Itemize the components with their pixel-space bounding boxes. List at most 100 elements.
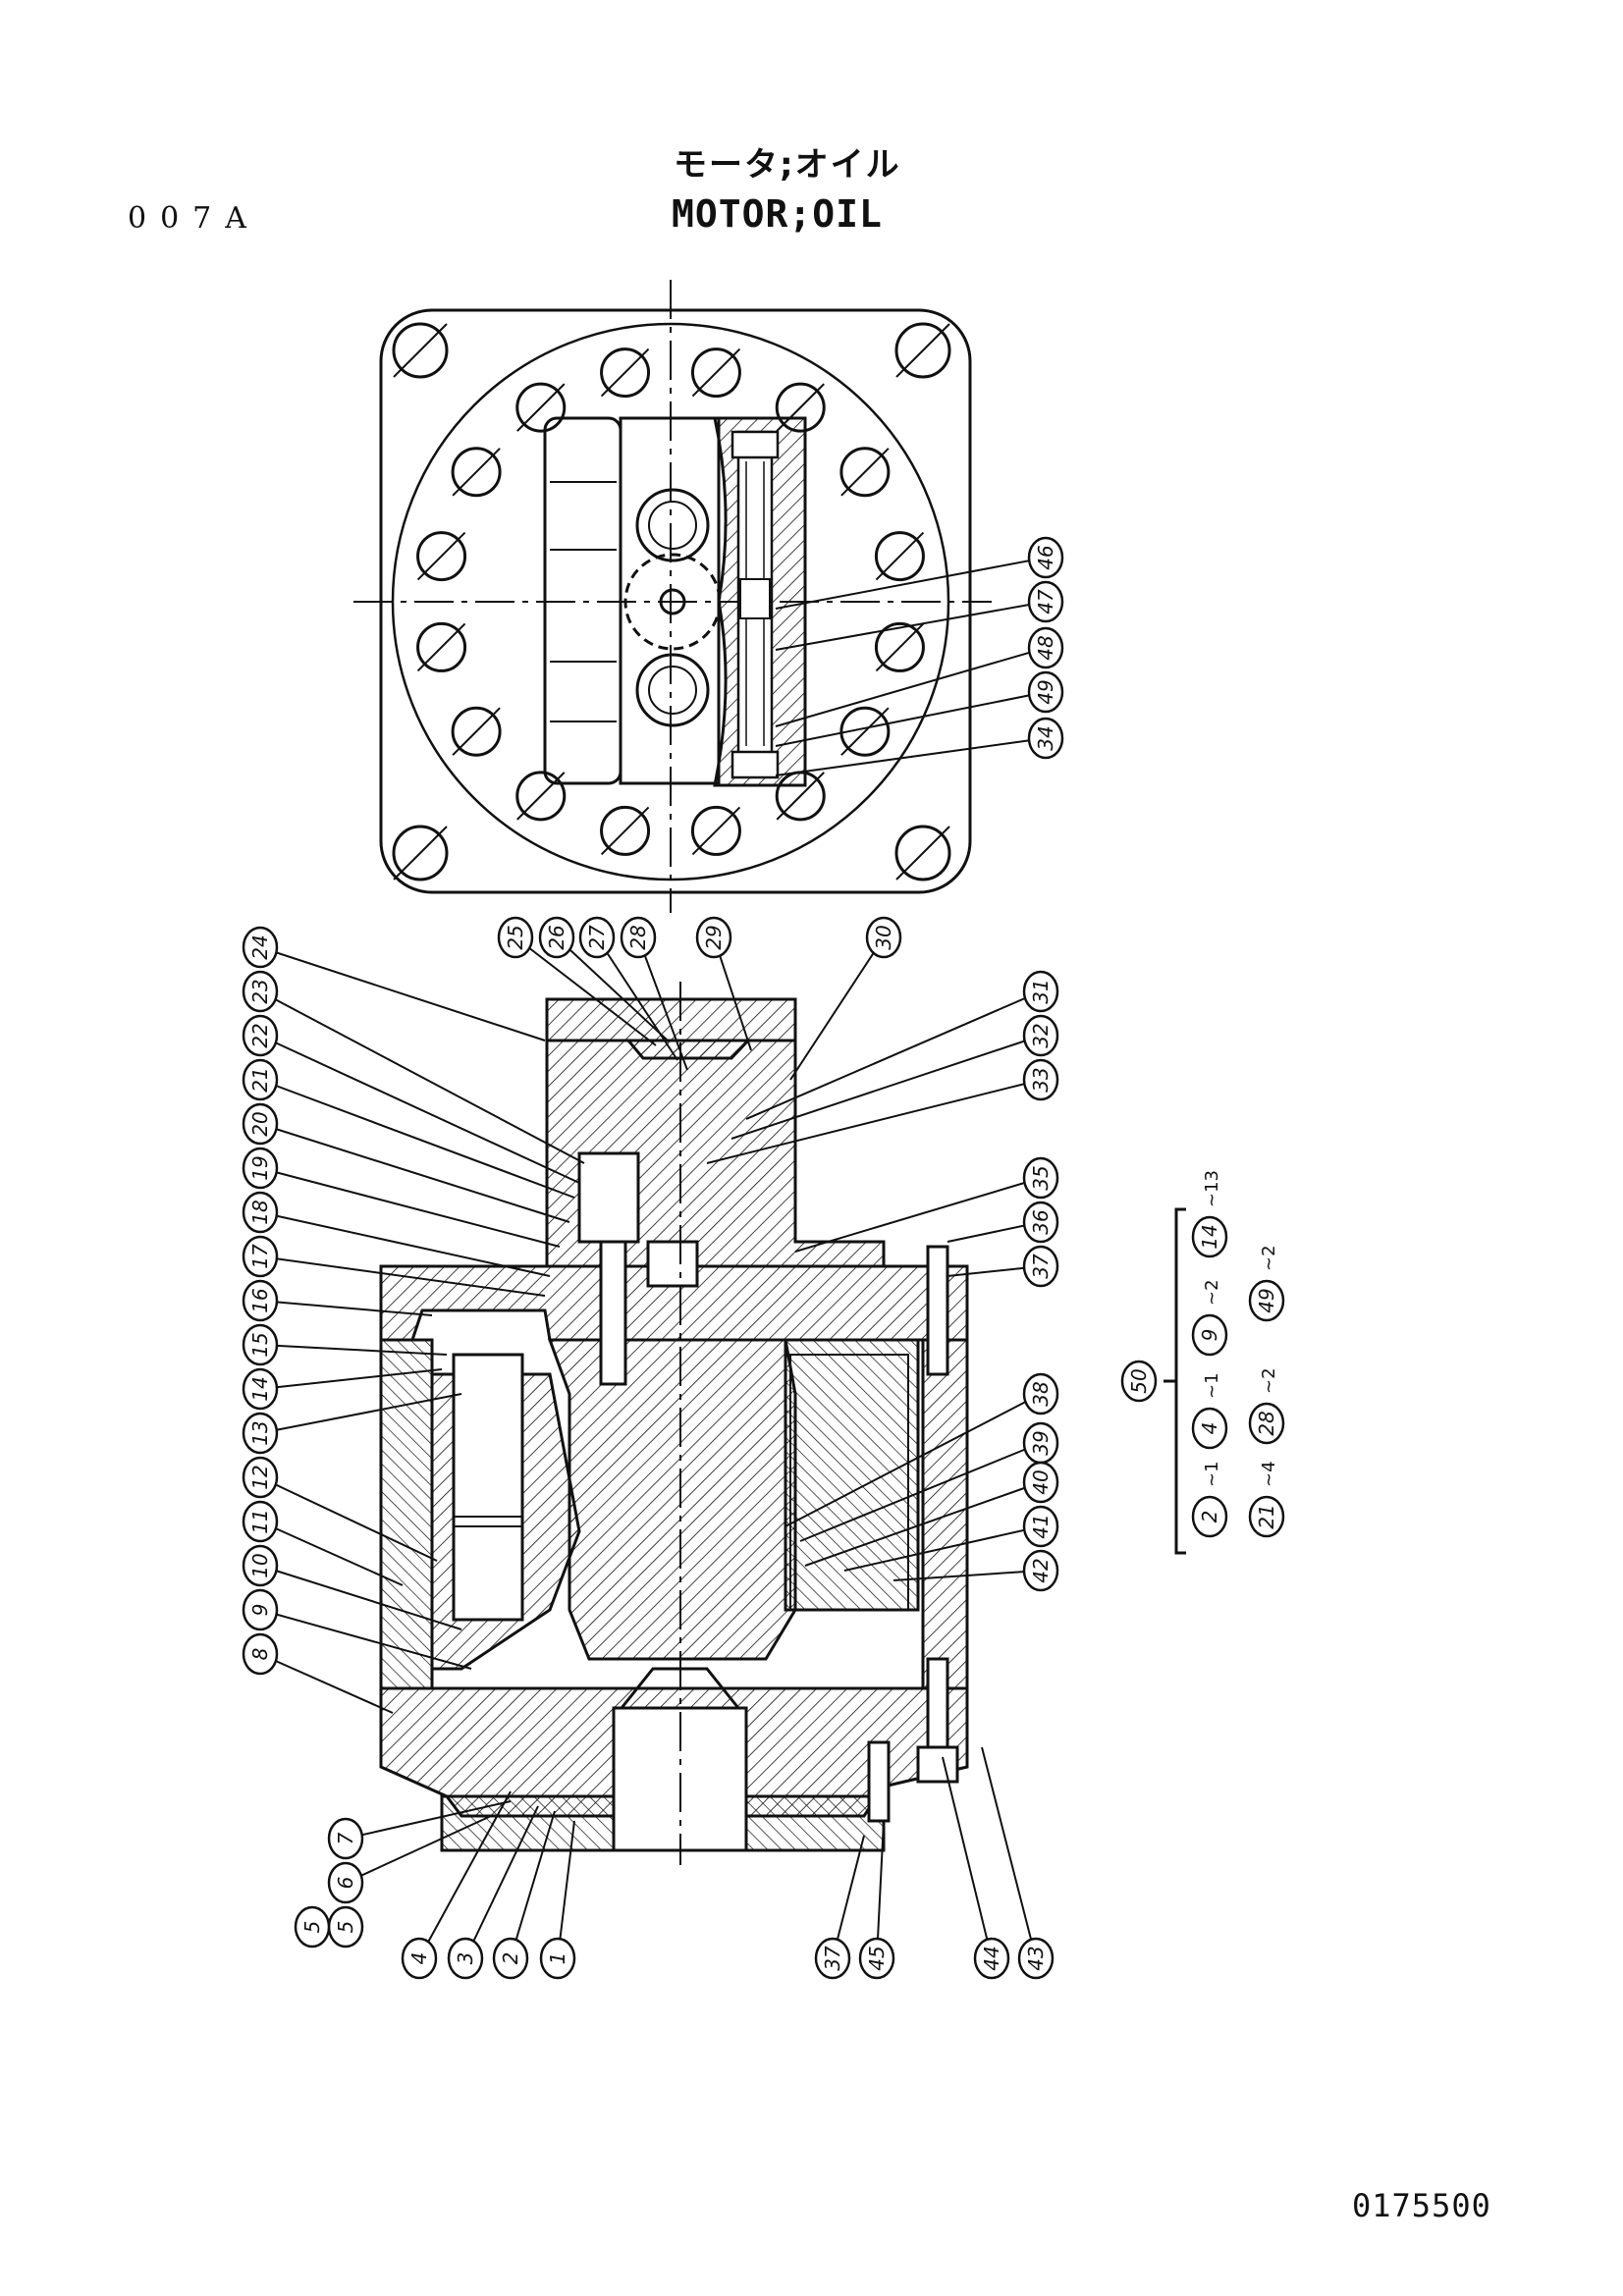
- callout-43: 43: [1017, 1937, 1055, 1980]
- callout-label: 15: [248, 1332, 272, 1357]
- callout-20: 20: [242, 1102, 279, 1146]
- bolt-hole-icon: [874, 531, 925, 582]
- callout-5: 5: [294, 1905, 331, 1949]
- callout-4: 4: [1191, 1407, 1228, 1450]
- callout-label: 27: [585, 925, 609, 950]
- callout-25: 25: [497, 916, 534, 959]
- callout-12: 12: [242, 1456, 279, 1499]
- callout-label: 39: [1029, 1430, 1053, 1455]
- callout-label: 45: [865, 1946, 889, 1970]
- callout-38: 38: [1022, 1372, 1059, 1415]
- callout-label: 4: [407, 1952, 431, 1965]
- bolt-hole-icon: [515, 382, 567, 433]
- callout-13: 13: [242, 1412, 279, 1455]
- callout-label: 29: [702, 925, 726, 949]
- callout-label: 47: [1034, 589, 1057, 614]
- callout-label: 2: [499, 1952, 522, 1965]
- callout-49: 49: [1027, 670, 1064, 714]
- kit-parts-list: ~1~1~2~13~4~2~2: [1202, 1170, 1279, 1487]
- callout-7: 7: [327, 1817, 364, 1860]
- callout-label: 21: [1255, 1504, 1278, 1528]
- callout-14: 14: [1191, 1215, 1228, 1258]
- callout-10: 10: [242, 1544, 279, 1587]
- callout-39: 39: [1022, 1421, 1059, 1465]
- callout-label: 9: [248, 1604, 272, 1617]
- corner-bolt-icon: [894, 322, 951, 379]
- bolt-hole-icon: [690, 805, 741, 856]
- callout-21: 21: [242, 1058, 279, 1101]
- callout-32: 32: [1022, 1014, 1059, 1057]
- callout-label: 5: [300, 1921, 324, 1934]
- top-view: [353, 280, 992, 913]
- callout-label: 26: [545, 925, 568, 949]
- callout-label: 9: [1198, 1329, 1221, 1342]
- bolt-hole-icon: [839, 447, 891, 498]
- callout-label: 46: [1034, 545, 1057, 569]
- kit-bracket: [1163, 1207, 1186, 1555]
- callout-label: 17: [248, 1244, 272, 1269]
- callout-8: 8: [242, 1632, 279, 1676]
- callout-14: 14: [242, 1367, 279, 1411]
- callout-50: 50: [1120, 1360, 1158, 1403]
- callout-9: 9: [1191, 1313, 1228, 1357]
- callout-40: 40: [1022, 1461, 1059, 1504]
- callout-label: 21: [248, 1067, 272, 1092]
- callout-2: 2: [1191, 1495, 1228, 1538]
- callout-label: 1: [546, 1952, 569, 1965]
- callout-26: 26: [538, 916, 575, 959]
- callout-47: 47: [1027, 580, 1064, 623]
- callout-label: 24: [248, 934, 272, 959]
- callout-label: 14: [248, 1376, 272, 1401]
- leader-lines: [259, 557, 1047, 1959]
- callout-label: 28: [1255, 1411, 1278, 1435]
- callout-label: 13: [248, 1420, 272, 1445]
- callout-37: 37: [1022, 1245, 1059, 1288]
- callout-label: 35: [1029, 1165, 1053, 1190]
- callout-19: 19: [242, 1147, 279, 1190]
- callout-31: 31: [1022, 970, 1059, 1013]
- bolt-hole-icon: [416, 621, 467, 672]
- callout-27: 27: [578, 916, 616, 959]
- corner-bolt-icon: [894, 825, 951, 881]
- page-title: MOTOR;OIL: [672, 192, 883, 236]
- callout-label: 48: [1034, 635, 1057, 660]
- callout-label: 7: [334, 1832, 357, 1844]
- callout-label: 31: [1029, 979, 1053, 1003]
- callout-15: 15: [242, 1323, 279, 1366]
- callout-label: 14: [1198, 1224, 1221, 1249]
- bolt-hole-icon: [416, 531, 467, 582]
- callout-label: 10: [248, 1553, 272, 1577]
- callout-label: 43: [1024, 1946, 1048, 1970]
- callout-label: 18: [248, 1200, 272, 1224]
- callout-label: 16: [248, 1288, 272, 1312]
- callout-label: 3: [454, 1952, 477, 1965]
- callout-23: 23: [242, 970, 279, 1013]
- callout-label: 42: [1029, 1558, 1053, 1582]
- callout-2: 2: [492, 1937, 529, 1980]
- callout-label: 19: [248, 1155, 272, 1180]
- callout-44: 44: [973, 1937, 1010, 1980]
- callout-18: 18: [242, 1191, 279, 1234]
- callout-46: 46: [1027, 536, 1064, 579]
- kit-qty: ~4: [1259, 1461, 1279, 1487]
- callout-48: 48: [1027, 626, 1064, 669]
- callout-42: 42: [1022, 1549, 1059, 1592]
- corner-bolt-icon: [392, 322, 449, 379]
- callout-label: 6: [334, 1877, 357, 1890]
- callout-30: 30: [865, 916, 902, 959]
- callout-label: 40: [1029, 1469, 1053, 1494]
- corner-bolt-icon: [392, 825, 449, 881]
- callout-35: 35: [1022, 1156, 1059, 1200]
- callout-3: 3: [447, 1937, 484, 1980]
- callout-label: 38: [1029, 1381, 1053, 1406]
- callout-label: 22: [248, 1023, 272, 1047]
- callout-28: 28: [620, 916, 657, 959]
- callout-5: 5: [327, 1905, 364, 1949]
- callout-1: 1: [539, 1937, 576, 1980]
- kit-qty: ~2: [1202, 1279, 1222, 1306]
- callout-label: 5: [334, 1921, 357, 1934]
- callout-21: 21: [1248, 1495, 1285, 1538]
- callout-29: 29: [695, 916, 732, 959]
